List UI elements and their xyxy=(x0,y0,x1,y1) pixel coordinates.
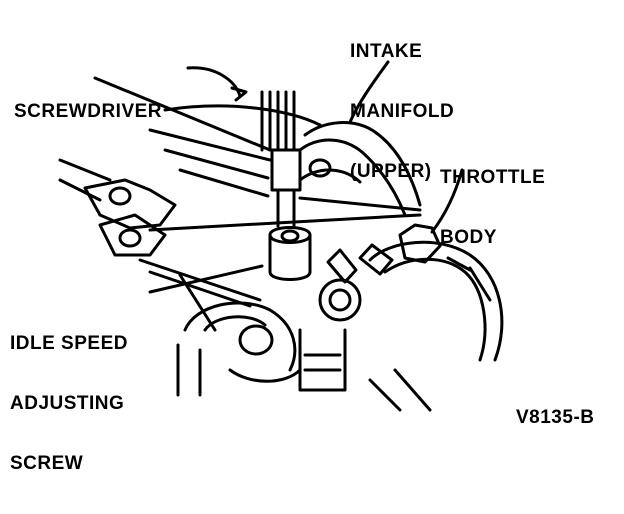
intake-manifold-drawing xyxy=(148,104,422,232)
throttle-body-label-line-2: BODY xyxy=(440,227,497,248)
figure-id: V8135-B xyxy=(516,407,595,428)
intake-manifold-label: INTAKE MANIFOLD (UPPER) xyxy=(350,2,454,222)
leader-throttle-body xyxy=(430,168,464,234)
throttle-body-label-line-1: THROTTLE xyxy=(440,167,546,188)
adjusting-screw-drawing xyxy=(268,226,312,281)
throttle-body-label: THROTTLE BODY xyxy=(440,128,545,288)
screwdriver-label-line-1: SCREWDRIVER xyxy=(14,101,163,122)
idle-speed-label-line-1: IDLE SPEED xyxy=(10,333,128,354)
screwdriver-label: SCREWDRIVER xyxy=(14,62,162,162)
diagram-canvas: INTAKE MANIFOLD (UPPER) SCREWDRIVER THRO… xyxy=(10,2,595,474)
idle-speed-adjusting-screw-label: IDLE SPEED ADJUSTING SCREW xyxy=(10,294,128,514)
throttle-body-drawing xyxy=(358,223,504,362)
idle-speed-label-line-3: SCREW xyxy=(10,453,84,474)
leader-screwdriver xyxy=(93,76,272,152)
leader-intake-manifold xyxy=(348,60,390,124)
lower-components-drawing xyxy=(176,248,432,412)
idle-speed-label-line-2: ADJUSTING xyxy=(10,393,125,414)
leader-lines xyxy=(93,60,464,294)
screwdriver-drawing xyxy=(186,66,302,228)
intake-manifold-label-line-3: (UPPER) xyxy=(350,161,432,182)
leader-idle-screw xyxy=(148,264,264,294)
intake-manifold-label-line-2: MANIFOLD xyxy=(350,101,455,122)
intake-manifold-label-line-1: INTAKE xyxy=(350,41,423,62)
linkage-drawing xyxy=(58,158,262,332)
engine-illustration xyxy=(58,60,504,412)
